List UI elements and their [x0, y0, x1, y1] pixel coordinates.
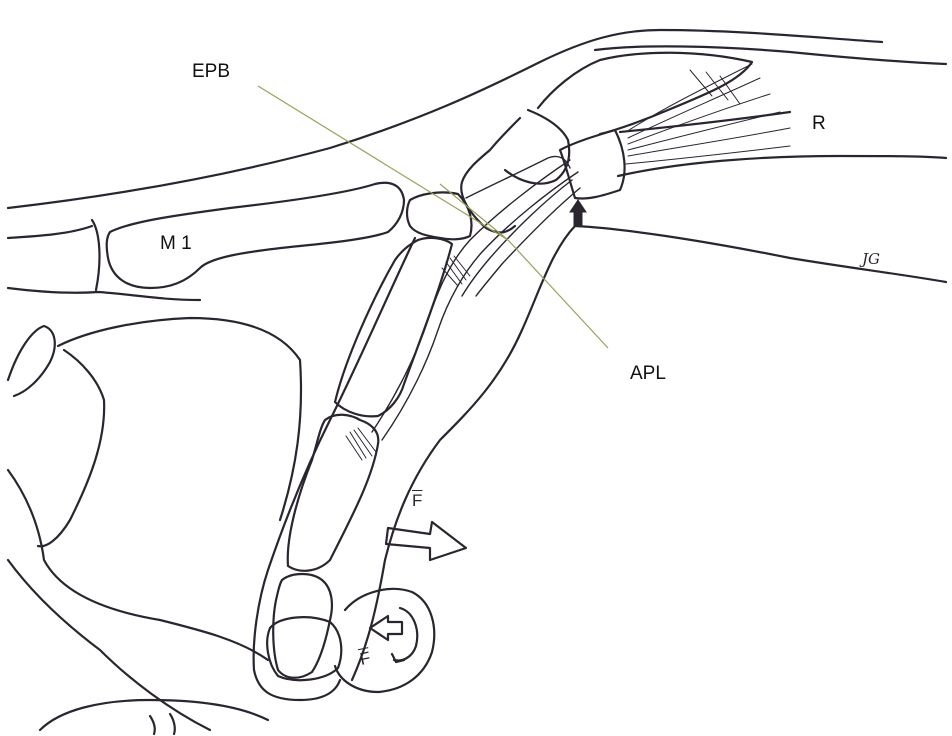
thumb-metacarpal — [333, 236, 454, 418]
label-m1: M 1 — [160, 233, 192, 254]
force-arrow-right-icon — [384, 520, 468, 562]
radius-upper-edge — [618, 110, 792, 134]
epb-leader-line — [257, 85, 509, 241]
trapezium-bone — [405, 191, 473, 241]
examiner-palm-lower — [6, 468, 270, 662]
tendon-apl — [461, 179, 573, 297]
insertion-hatching — [345, 255, 471, 461]
label-apl: APL — [630, 363, 666, 384]
thumb-ventral-contour — [350, 224, 577, 682]
label-force-top: F — [412, 491, 423, 510]
tendon-epb — [371, 159, 571, 433]
examiner-wrist-line — [6, 558, 212, 732]
rotation-arrow-icon — [390, 606, 419, 664]
thumb-dorsal-contour — [252, 236, 417, 702]
examiner-finger-top — [6, 324, 56, 398]
apl-leader-line-upper — [439, 183, 509, 241]
tendon-apl-parallel — [475, 187, 581, 297]
thumb-nail — [266, 616, 343, 682]
examiner-finger-block — [36, 348, 106, 548]
tendon-sheath — [465, 155, 571, 199]
label-epb: EPB — [192, 61, 231, 82]
carpal-bone-upper — [503, 108, 571, 185]
metacarpal-m1 — [105, 181, 406, 290]
signature: JG — [862, 250, 880, 268]
pressure-arrow-left-icon — [368, 614, 404, 642]
thumb-distal-phalanx — [272, 572, 333, 679]
apl-leader-line — [507, 239, 609, 349]
examiner-lower-hand — [38, 698, 270, 732]
ventral-forearm-contour — [573, 224, 948, 284]
radius-lower-edge — [616, 154, 948, 178]
dorsal-skin-contour — [6, 28, 884, 210]
retinaculum-block — [558, 128, 626, 200]
carpal-bone-lower — [460, 116, 522, 234]
examiner-hand-contour — [56, 316, 303, 522]
thumb-proximal-phalanx — [286, 413, 380, 572]
label-r: R — [812, 113, 826, 134]
pressing-fingertip — [333, 587, 436, 694]
muscle-fibres — [625, 63, 791, 165]
palm-upper-line — [6, 224, 94, 240]
retinaculum-arrow-icon — [569, 199, 587, 227]
examiner-knuckles — [148, 712, 176, 736]
tendon-epb-parallel — [381, 171, 579, 441]
palm-lower-line — [6, 286, 202, 302]
metacarpal-m1-base-joint — [90, 218, 101, 292]
radial-forearm-contour — [593, 45, 948, 66]
